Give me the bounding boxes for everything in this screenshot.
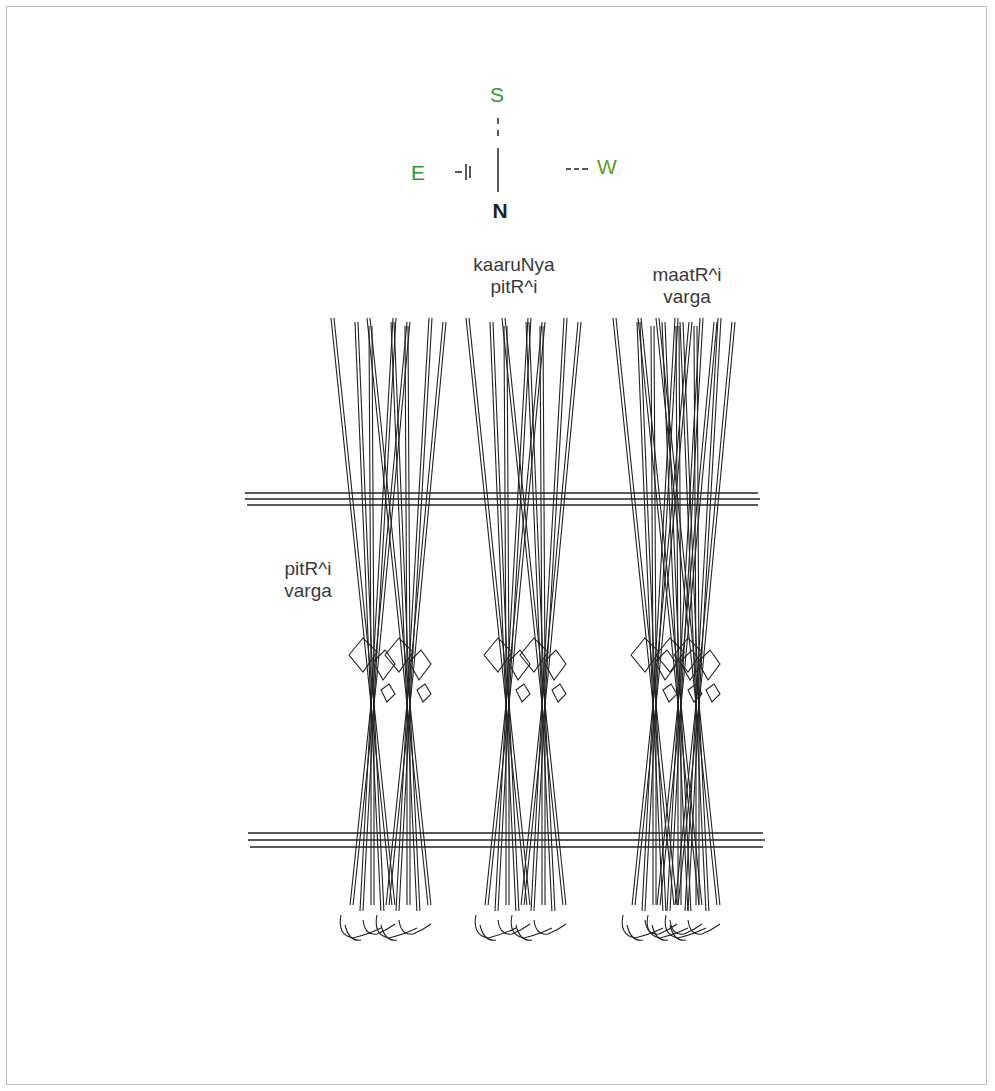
compass-marks [455,118,588,192]
page-frame [6,6,987,1085]
compass-south: S [482,84,512,106]
darbha-bundles [331,318,735,940]
group-label: maatR^i varga [632,264,742,308]
compass-west: W [590,156,624,178]
group-label: pitR^i varga [263,558,353,602]
group-label: kaaruNya pitR^i [449,254,579,298]
compass-north: N [485,200,515,222]
compass-east: E [403,162,433,184]
